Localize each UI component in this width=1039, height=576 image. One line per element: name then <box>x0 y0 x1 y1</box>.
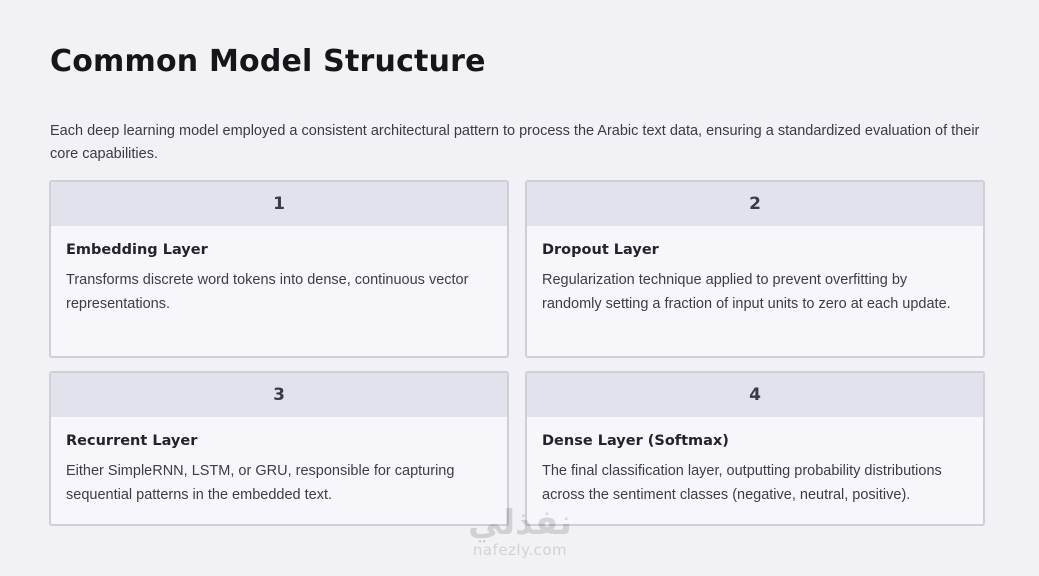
card-body: Recurrent Layer Either SimpleRNN, LSTM, … <box>51 417 507 507</box>
card-body: Dropout Layer Regularization technique a… <box>527 226 983 316</box>
card-number: 4 <box>527 373 983 417</box>
card-dropout-layer: 2 Dropout Layer Regularization technique… <box>525 180 985 358</box>
card-description: Either SimpleRNN, LSTM, or GRU, responsi… <box>66 463 455 503</box>
card-title: Dropout Layer <box>542 242 659 258</box>
card-embedding-layer: 1 Embedding Layer Transforms discrete wo… <box>49 180 509 358</box>
watermark-text: nafezly.com <box>472 541 568 559</box>
page-title: Common Model Structure <box>50 44 486 79</box>
card-number: 3 <box>51 373 507 417</box>
card-description: Regularization technique applied to prev… <box>542 272 951 312</box>
card-number: 1 <box>51 182 507 226</box>
card-description: Transforms discrete word tokens into den… <box>66 272 469 312</box>
card-recurrent-layer: 3 Recurrent Layer Either SimpleRNN, LSTM… <box>49 371 509 526</box>
card-body: Embedding Layer Transforms discrete word… <box>51 226 507 316</box>
card-number: 2 <box>527 182 983 226</box>
card-title: Recurrent Layer <box>66 433 198 449</box>
card-dense-layer: 4 Dense Layer (Softmax) The final classi… <box>525 371 985 526</box>
intro-paragraph: Each deep learning model employed a cons… <box>50 123 980 162</box>
card-title: Embedding Layer <box>66 242 208 258</box>
layer-cards-grid: 1 Embedding Layer Transforms discrete wo… <box>49 180 989 527</box>
card-description: The final classification layer, outputti… <box>542 463 942 503</box>
card-title: Dense Layer (Softmax) <box>542 433 729 449</box>
card-body: Dense Layer (Softmax) The final classifi… <box>527 417 983 507</box>
